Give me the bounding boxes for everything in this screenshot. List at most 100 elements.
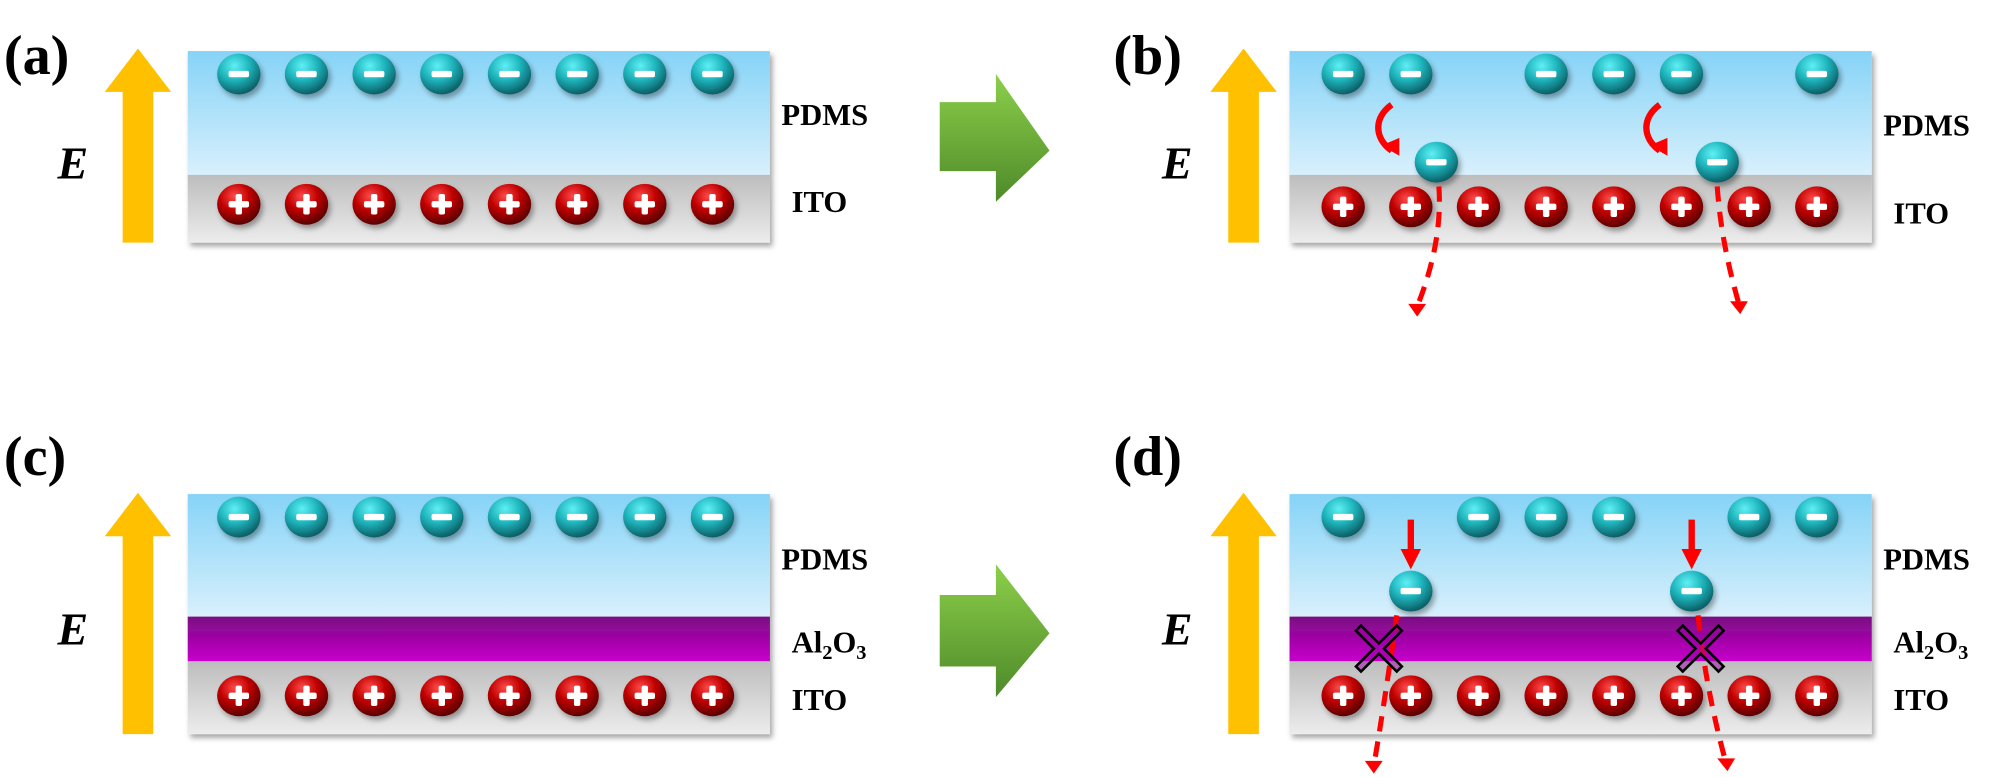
positive-charge-d <box>1659 675 1704 717</box>
pdms-layer <box>187 494 770 617</box>
minus-sign-icon <box>1535 70 1557 78</box>
pdms-layer <box>187 51 770 175</box>
positive-charge-d <box>1321 675 1365 717</box>
field-arrow-icon <box>104 48 172 243</box>
plus-sign-icon <box>1813 685 1821 707</box>
x-mark-icon <box>1354 623 1404 674</box>
plus-sign-icon <box>1475 685 1482 707</box>
dashed-path-icon <box>1714 186 1742 305</box>
plus-sign-icon <box>370 685 378 707</box>
transition-arrow-icon-top <box>939 74 1050 202</box>
plus-sign-icon <box>235 685 243 707</box>
negative-charge-c <box>217 496 261 538</box>
layer-label-ito-d: ITO <box>1893 683 1949 717</box>
arrowhead-icon <box>1381 137 1400 156</box>
transition-arrow-icon-bottom <box>939 564 1050 698</box>
device-stack-b <box>1289 51 1872 243</box>
positive-charge-a <box>420 183 464 225</box>
positive-charge-c <box>555 675 599 717</box>
plus-sign-icon <box>1745 685 1753 707</box>
negative-charge-b <box>1659 53 1704 95</box>
positive-charge-a <box>623 183 667 225</box>
minus-sign-icon <box>566 70 588 78</box>
minus-sign-icon <box>1400 70 1422 78</box>
migrating-charge-d <box>1669 570 1714 612</box>
positive-charge-a <box>690 183 735 225</box>
negative-charge-d <box>1456 496 1501 538</box>
positive-charge-c <box>284 675 329 717</box>
panel-label-b: (b) <box>1113 25 1182 87</box>
panel-label-a: (a) <box>4 25 69 87</box>
field-label-d: E <box>1161 604 1193 655</box>
migrating-charge-b <box>1414 141 1459 183</box>
positive-charge-d <box>1795 675 1839 717</box>
positive-charge-d <box>1592 675 1636 717</box>
plus-sign-icon <box>709 685 716 707</box>
negative-charge-d <box>1795 496 1839 538</box>
ito-layer <box>1289 174 1872 243</box>
positive-charge-b <box>1592 186 1636 228</box>
minus-sign-icon <box>1671 70 1692 78</box>
positive-charge-c <box>487 675 532 717</box>
plus-sign-icon <box>438 685 445 707</box>
positive-charge-c <box>690 675 735 717</box>
layer-label-al2o3-c: Al2O3 <box>792 625 867 663</box>
negative-charge-a <box>623 53 667 95</box>
negative-charge-c <box>690 496 735 538</box>
layer-label-ito-c: ITO <box>792 683 848 717</box>
negative-charge-a <box>352 53 396 95</box>
arrowhead-icon <box>1681 548 1702 570</box>
field-label-b: E <box>1161 138 1193 189</box>
plus-sign-icon <box>1610 196 1618 218</box>
minus-sign-icon <box>431 513 453 521</box>
minus-sign-icon <box>499 513 520 521</box>
migration-d-2 <box>1681 519 1736 772</box>
migrating-charge-b <box>1695 141 1739 183</box>
plus-sign-icon <box>641 194 648 215</box>
positive-charge-c <box>352 675 396 717</box>
minus-sign-icon <box>1603 513 1625 521</box>
pdms-layer <box>1289 51 1872 175</box>
minus-sign-icon <box>296 70 317 78</box>
negative-charge-b <box>1524 53 1568 95</box>
positive-charge-b <box>1456 186 1501 228</box>
field-arrow-c <box>104 492 172 735</box>
minus-sign-icon <box>228 70 250 78</box>
plus-sign-icon <box>573 685 581 707</box>
plus-sign-icon <box>1339 196 1347 218</box>
arrowhead-icon <box>1649 137 1668 156</box>
positive-charge-b <box>1727 186 1771 228</box>
migrating-charge-d <box>1389 570 1433 612</box>
positive-charge-d <box>1456 675 1501 717</box>
arrowhead-icon <box>1729 301 1748 315</box>
plus-sign-icon <box>1745 196 1753 218</box>
x-mark-icon <box>1675 623 1726 674</box>
positive-charge-a <box>352 183 396 225</box>
panel-label-c: (c) <box>4 426 66 488</box>
layer-label-al2o3-d: Al2O3 <box>1893 625 1968 663</box>
negative-charge-a <box>284 53 329 95</box>
migration-d-1 <box>1364 519 1422 774</box>
plus-sign-icon <box>1407 196 1415 218</box>
negative-charge-b <box>1321 53 1365 95</box>
minus-sign-icon <box>431 70 453 78</box>
minus-sign-icon <box>363 513 385 521</box>
positive-charge-c <box>623 675 667 717</box>
block-marker-d-2 <box>1675 623 1726 674</box>
plus-sign-icon <box>1542 196 1550 218</box>
dashed-path-icon <box>1695 615 1729 765</box>
negative-charge-c <box>487 496 532 538</box>
negative-charge-b <box>1795 53 1839 95</box>
plus-sign-icon <box>1475 196 1482 218</box>
positive-charge-c <box>217 675 261 717</box>
positive-charge-a <box>555 183 599 225</box>
positive-charge-b <box>1389 186 1433 228</box>
al2o3-layer <box>187 616 770 662</box>
minus-sign-icon <box>296 513 317 521</box>
field-label-a: E <box>57 138 89 189</box>
negative-charge-c <box>420 496 464 538</box>
negative-charge-c <box>352 496 396 538</box>
negative-charge-a <box>690 53 735 95</box>
minus-sign-icon <box>1400 587 1422 595</box>
plus-sign-icon <box>1610 685 1618 707</box>
